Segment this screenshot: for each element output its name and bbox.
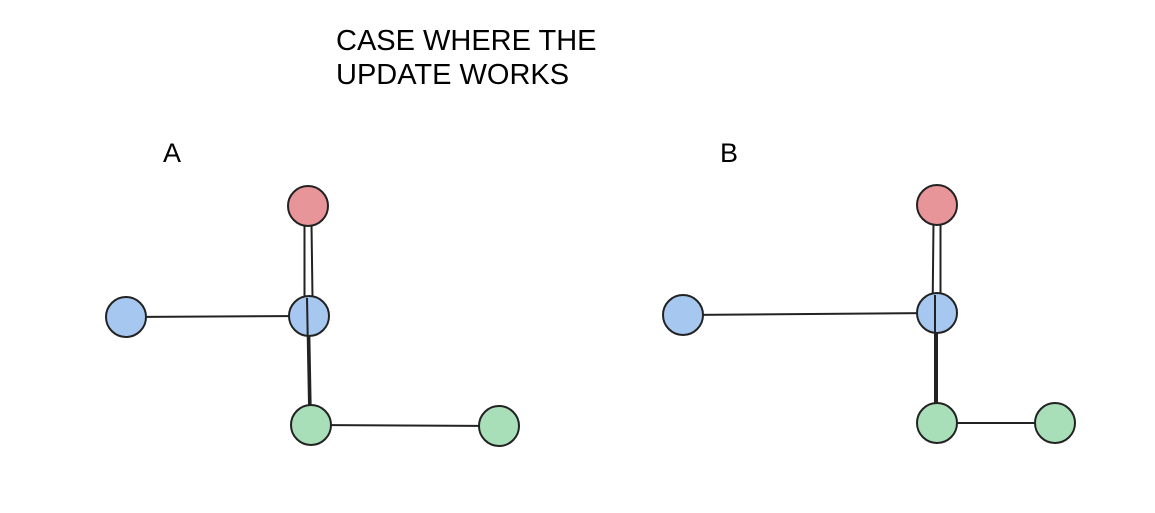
a-edge-double-right xyxy=(310,223,314,299)
a-blue-left-node xyxy=(105,296,147,338)
a-edge-over-center xyxy=(306,297,310,406)
b-green-left-node xyxy=(916,402,958,444)
panel-b-graph xyxy=(662,184,1076,444)
a-red-node xyxy=(287,185,329,227)
diagram-title-line-1: CASE WHERE THE xyxy=(336,25,597,57)
a-green-right-node xyxy=(478,405,520,447)
diagram-title-line-2: UPDATE WORKS xyxy=(336,59,569,91)
a-green-left-node xyxy=(290,404,332,446)
b-blue-center-node xyxy=(916,292,958,334)
panel-a-graph xyxy=(105,185,520,447)
b-red-node xyxy=(916,184,958,226)
a-blue-center-node xyxy=(288,295,330,337)
b-edge-1 xyxy=(682,312,938,316)
b-green-right-node xyxy=(1034,402,1076,444)
a-edge-1 xyxy=(125,315,310,318)
b-blue-left-node xyxy=(662,294,704,336)
a-edge-3 xyxy=(310,424,500,427)
panel-a-label: A xyxy=(163,138,181,168)
panel-b-label: B xyxy=(720,138,738,168)
